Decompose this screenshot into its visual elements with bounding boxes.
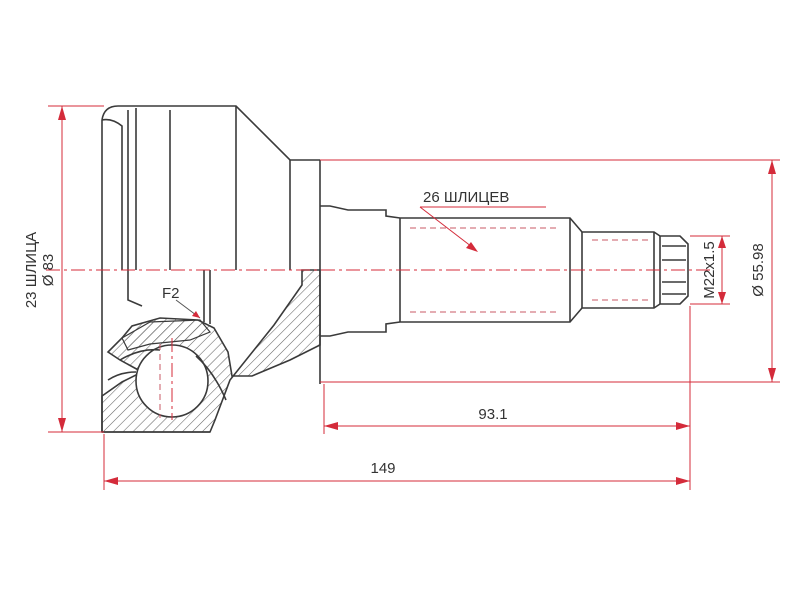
arrow-left [324, 422, 338, 430]
label-f2: F2 [162, 285, 180, 302]
cage-arc-upper [119, 348, 161, 361]
housing-top-edge [101, 105, 320, 161]
shaft-outline [320, 205, 689, 337]
arrow-top [58, 106, 66, 120]
housing [101, 105, 321, 433]
hatched-housing-section [101, 269, 321, 433]
inner-race-edge [127, 270, 143, 307]
callout-arrowhead [466, 242, 478, 252]
f2-arrowhead [192, 311, 200, 318]
label-thread: M22x1.5 [701, 241, 718, 299]
hatched-inner-race [121, 319, 211, 351]
label-splines-inner: 23 ШЛИЦА [23, 232, 40, 308]
dim-thread [690, 235, 730, 305]
arrow-right [676, 477, 690, 485]
arrow-top [768, 160, 776, 174]
callout-splines [419, 206, 546, 252]
label-dia-shaft: Ø 55.98 [750, 243, 767, 296]
arrow-bottom [58, 418, 66, 432]
section-hatch [101, 269, 321, 433]
shaft [320, 205, 689, 337]
label-dia-housing: Ø 83 [40, 254, 57, 287]
arrow-right [676, 422, 690, 430]
housing-lip [101, 118, 123, 270]
housing-groove-lines [127, 108, 137, 270]
label-len-shaft: 93.1 [478, 406, 507, 423]
dim-housing-diameter [48, 105, 104, 433]
arrow-bottom [768, 368, 776, 382]
spline-root-lines [410, 227, 560, 313]
arrow-bottom [718, 292, 726, 304]
dim-shaft-length [323, 306, 691, 490]
arrow-top [718, 236, 726, 248]
race-arc [195, 355, 227, 401]
circlip-lines [203, 270, 211, 324]
label-splines-outer: 26 ШЛИЦЕВ [423, 189, 509, 206]
dim-shaft-diameter [320, 159, 780, 383]
cage-arc-lower [107, 371, 137, 381]
label-len-total: 149 [370, 460, 395, 477]
callout-leader [419, 206, 477, 251]
dim-total-length [103, 434, 690, 490]
arrow-left [104, 477, 118, 485]
thread-lines [662, 245, 686, 295]
